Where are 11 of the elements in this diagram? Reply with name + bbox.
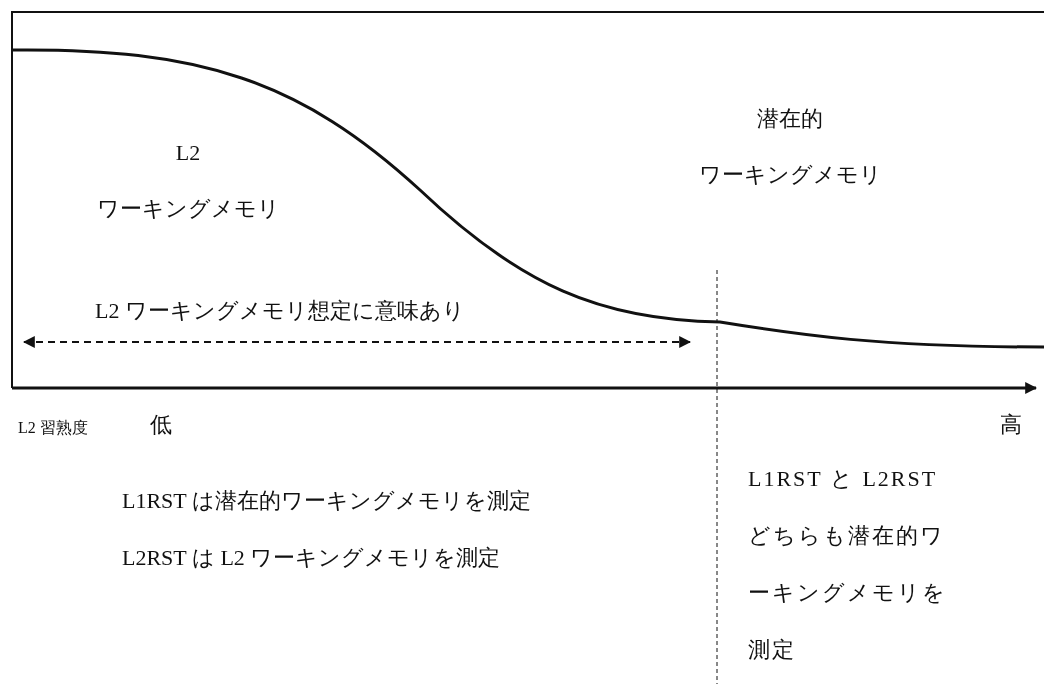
- region-label: ワーキングメモリ: [698, 162, 882, 188]
- region-label: ワーキングメモリ: [96, 196, 280, 222]
- axis-label: 低: [150, 412, 172, 438]
- axis-label: L2 習熟度: [18, 418, 88, 438]
- note-text: L1RST は潜在的ワーキングメモリを測定: [122, 488, 531, 514]
- region-label: 潜在的: [757, 106, 823, 132]
- arrow-label: L2 ワーキングメモリ想定に意味あり: [95, 298, 465, 324]
- axis-label: 高: [1000, 412, 1022, 438]
- note-text: L2RST は L2 ワーキングメモリを測定: [122, 545, 501, 571]
- note-text: L1RST と L2RSTどちらも潜在的ワーキングメモリを測定: [748, 465, 948, 664]
- region-label: L2: [175, 140, 201, 166]
